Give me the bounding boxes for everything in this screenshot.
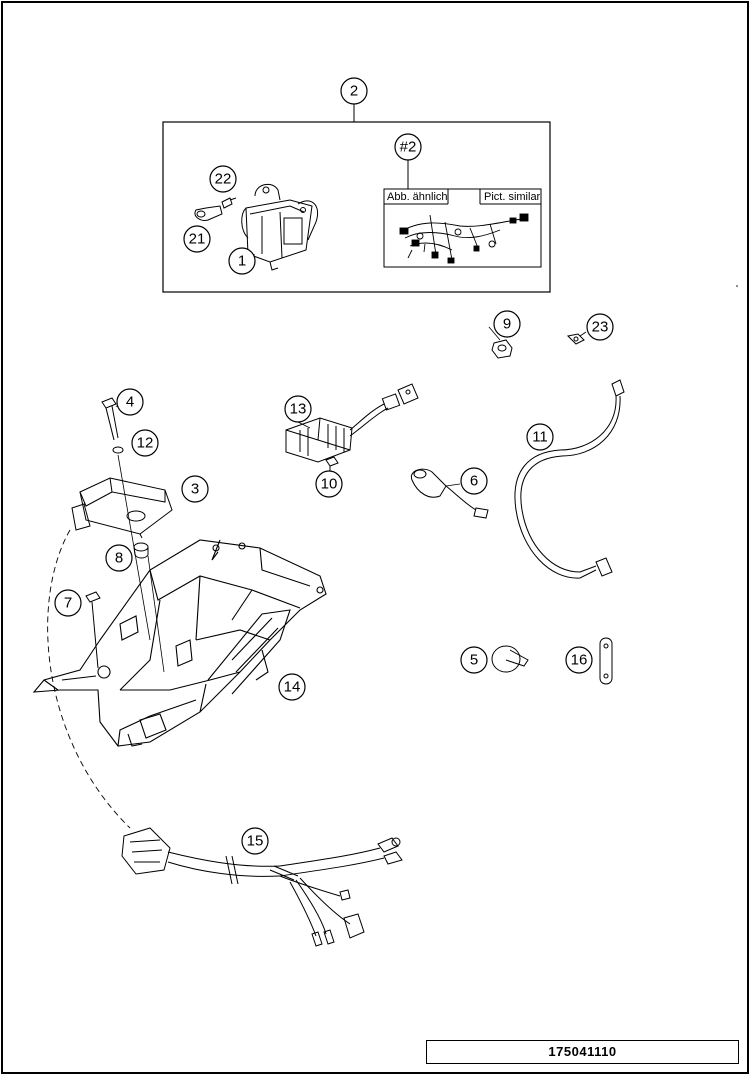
part-number-box: 175041110: [426, 1040, 739, 1064]
callout-labels: 2 #2 22 21 1 9 23 4 13 12 11 10 6 3 8 7 …: [64, 83, 609, 850]
callout-label: 4: [126, 394, 134, 411]
callout-10: [315, 470, 343, 498]
callout-13: [284, 395, 312, 423]
callout-5: [460, 646, 488, 674]
screw-drawing: [85, 591, 101, 669]
callout-label: 6: [470, 473, 478, 490]
electronics-holder-drawing: [32, 539, 327, 747]
callout-label: 15: [247, 833, 264, 850]
callout-label: #2: [400, 139, 417, 156]
callout-23: [586, 313, 614, 341]
bracket-drawing: [599, 637, 613, 685]
clamp-and-screw-drawing: [194, 197, 237, 221]
nut-drawing: [491, 339, 513, 359]
callout-label: 11: [532, 429, 548, 446]
callout-12: [131, 429, 159, 457]
wiring-harness-drawing: [121, 827, 403, 947]
callout-9: [493, 310, 521, 338]
callout-label: 21: [189, 231, 206, 248]
callout-label: 8: [115, 550, 123, 567]
callout-label: 16: [571, 652, 588, 669]
kit-box: [162, 121, 551, 293]
regulator-screw-drawing: [325, 456, 339, 472]
callout-3: [181, 475, 209, 503]
washer-drawing: [112, 446, 124, 454]
regulator-drawing: [285, 383, 419, 463]
mini-harness-drawing: [399, 213, 529, 264]
callout-label: 3: [191, 481, 199, 498]
callout-11: [526, 423, 554, 451]
callout-15: [241, 827, 269, 855]
callout-label: 1: [238, 253, 246, 270]
callout-label: 22: [215, 171, 232, 188]
ignition-switch-drawing: [241, 183, 318, 271]
callout-8: [105, 544, 133, 572]
callout-4: [116, 388, 144, 416]
callout-label: 14: [284, 679, 301, 696]
callout-14: [278, 673, 306, 701]
callout-label: 23: [592, 319, 609, 336]
callout-16: [565, 646, 593, 674]
cable-drawing: [514, 379, 625, 579]
callout-label: 9: [503, 316, 511, 333]
note-right: Pict. similar: [484, 191, 541, 203]
callout-1: [228, 247, 256, 275]
bolt-drawing: [101, 397, 119, 441]
part-number: 175041110: [548, 1044, 617, 1059]
callout-label: 7: [64, 595, 72, 612]
control-unit-drawing: [71, 477, 173, 539]
callout-22: [209, 165, 237, 193]
clip-drawing: [566, 333, 585, 345]
cable-tie-drawing: [491, 645, 529, 673]
callout-label: 10: [321, 476, 338, 493]
callout-label: 2: [350, 83, 358, 100]
bushing-drawing: [133, 542, 149, 559]
harness-picture-box: [383, 188, 542, 268]
callout-7: [54, 589, 82, 617]
stray-dot: [736, 285, 738, 287]
callout-diagram-label: [394, 133, 422, 161]
callout-21: [183, 225, 211, 253]
callout-label: 5: [470, 652, 478, 669]
callout-layer: [54, 77, 614, 855]
callout-6: [460, 467, 488, 495]
callout-2: [340, 77, 368, 105]
note-left: Abb. ähnlich: [387, 191, 448, 203]
callout-label: 12: [137, 435, 154, 452]
callout-label: 13: [290, 401, 307, 418]
